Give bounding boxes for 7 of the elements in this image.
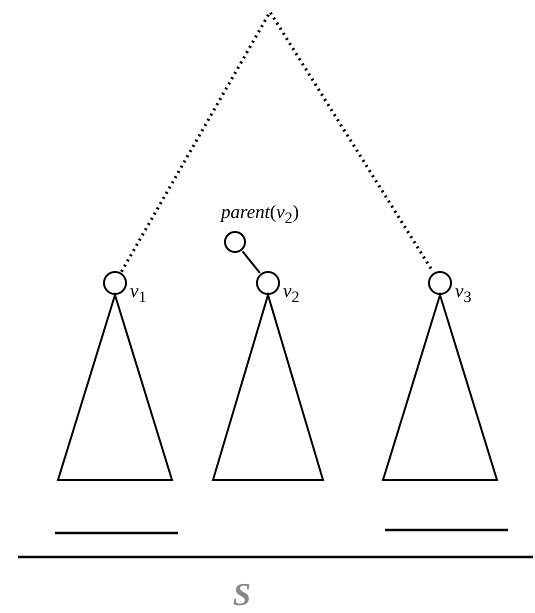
set-label: S <box>233 578 251 610</box>
node-label: v$_{1}$ <box>130 281 146 307</box>
dotted-line <box>120 9 434 273</box>
node-label: v$_{3}$ <box>455 281 472 307</box>
tree-edge <box>242 250 261 274</box>
node-label: v$_{2}$ <box>283 281 300 307</box>
node-label: parent(v$_{2}$) <box>221 202 299 228</box>
